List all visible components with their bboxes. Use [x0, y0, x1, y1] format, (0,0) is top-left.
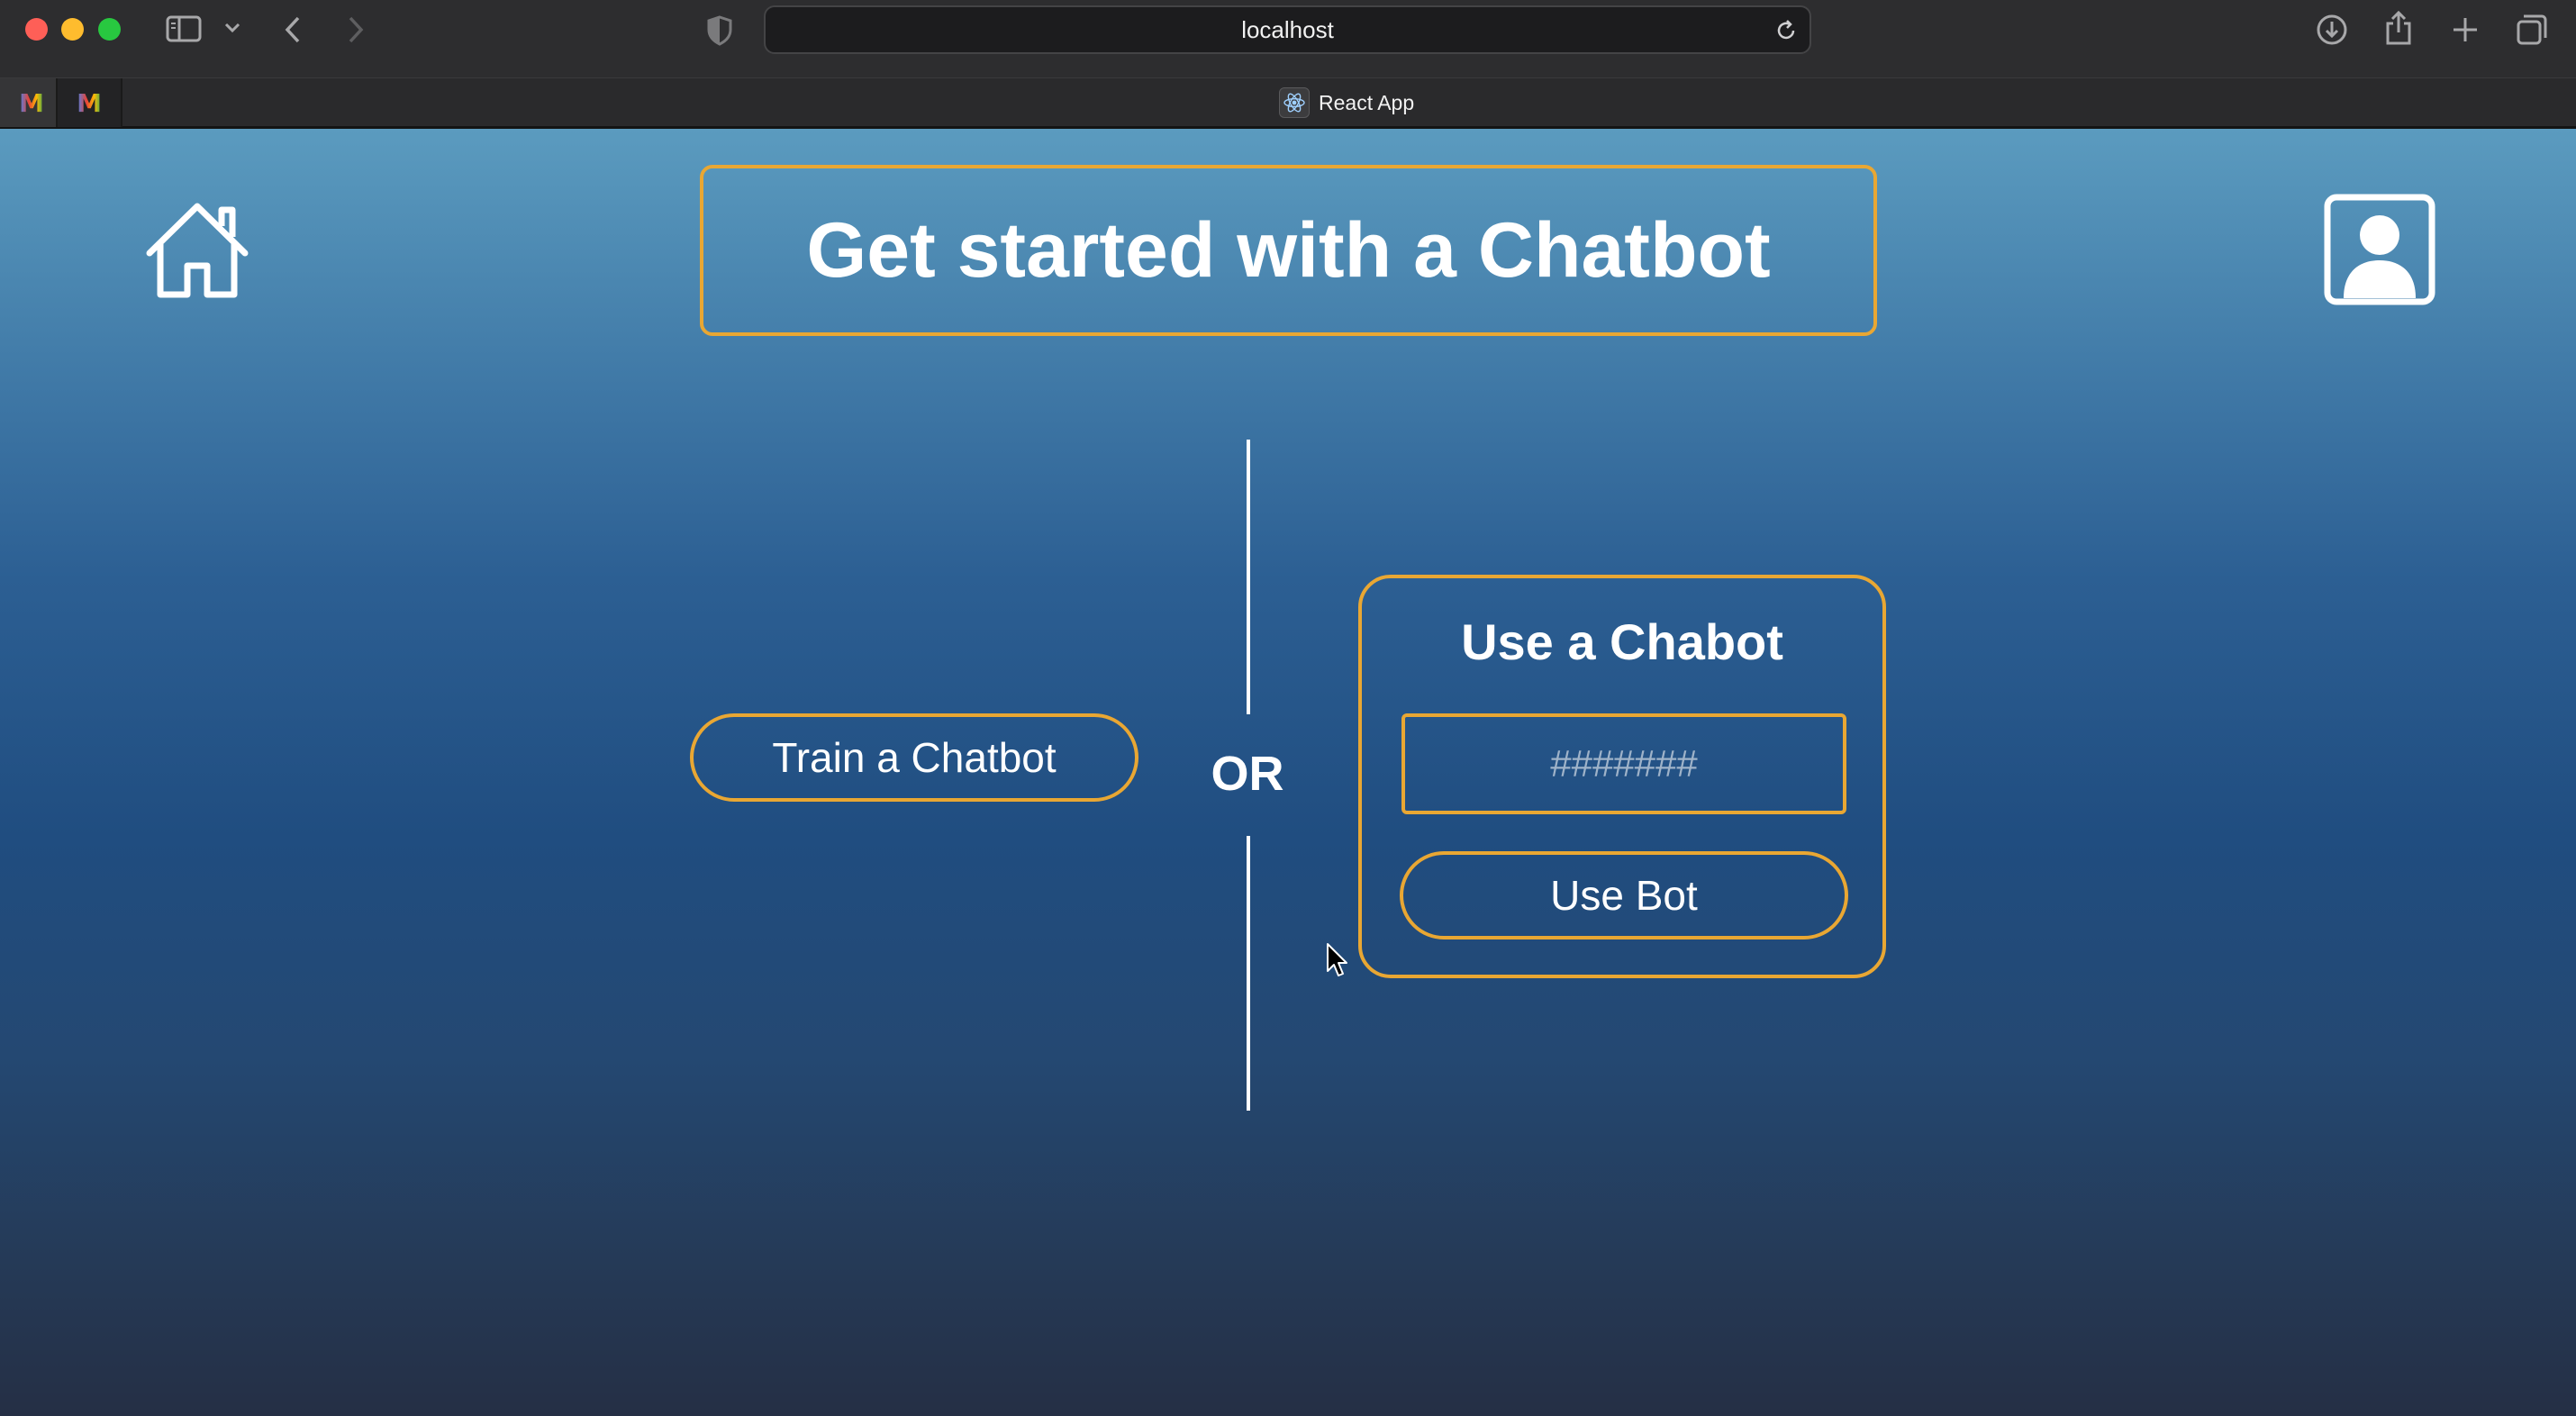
divider-bottom: [1247, 836, 1250, 1111]
window-minimize-button[interactable]: [61, 18, 84, 41]
page-title: Get started with a Chatbot: [806, 206, 1771, 294]
window-maximize-button[interactable]: [98, 18, 121, 41]
download-icon[interactable]: [2315, 13, 2349, 47]
gmail-icon: M: [19, 87, 44, 118]
react-icon: [1279, 87, 1310, 118]
address-bar[interactable]: localhost: [764, 5, 1811, 54]
page-content: Get started with a Chatbot OR Train a Ch…: [0, 129, 2576, 1416]
use-chatbot-card: Use a Chabot Use Bot: [1358, 575, 1886, 978]
chevron-down-icon[interactable]: [223, 22, 241, 34]
address-text: localhost: [1241, 16, 1334, 43]
back-icon[interactable]: [283, 14, 303, 45]
use-chatbot-title: Use a Chabot: [1461, 613, 1783, 670]
tab-react-app[interactable]: React App: [1279, 78, 1414, 127]
pinned-tab-gmail-2[interactable]: M: [56, 78, 122, 127]
tab-overview-icon[interactable]: [2515, 13, 2549, 47]
sidebar-icon[interactable]: [166, 14, 202, 43]
browser-toolbar: localhost: [0, 0, 2576, 77]
user-profile-icon[interactable]: [2324, 194, 2435, 310]
use-bot-button[interactable]: Use Bot: [1400, 851, 1848, 939]
share-icon[interactable]: [2383, 9, 2414, 47]
mouse-cursor-icon: [1326, 942, 1349, 983]
tab-title: React App: [1319, 90, 1415, 114]
reload-icon[interactable]: [1773, 18, 1799, 43]
pinned-tab-gmail-1[interactable]: M: [0, 78, 63, 127]
gmail-icon: M: [77, 87, 102, 118]
shield-icon: [706, 15, 733, 46]
train-chatbot-button[interactable]: Train a Chatbot: [690, 713, 1138, 802]
bot-code-input[interactable]: [1401, 713, 1846, 814]
page-title-box: Get started with a Chatbot: [700, 165, 1877, 336]
new-tab-icon[interactable]: [2450, 14, 2481, 45]
tab-bar: M M React App: [0, 77, 2576, 129]
window-close-button[interactable]: [25, 18, 48, 41]
forward-icon[interactable]: [346, 14, 366, 45]
or-label: OR: [1211, 747, 1284, 801]
divider-top: [1247, 440, 1250, 714]
home-icon[interactable]: [144, 199, 250, 304]
